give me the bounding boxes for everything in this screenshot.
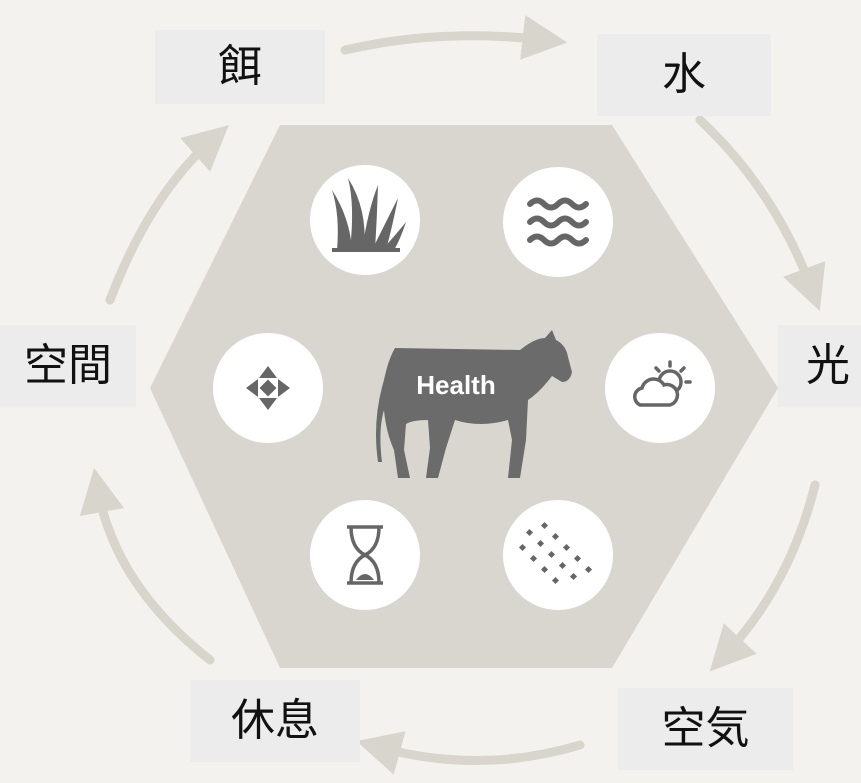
move-arrows-icon [213, 333, 323, 443]
label-rest: 休息 [190, 680, 360, 762]
arrow-light-to-air [709, 480, 820, 672]
arrow-feed-to-water [340, 15, 568, 60]
grass-icon [310, 165, 420, 275]
arrow-space-to-feed [105, 125, 229, 305]
center-label: Health [416, 370, 495, 400]
cow-icon [376, 330, 572, 478]
label-space: 空間 [0, 325, 136, 407]
arrow-water-to-light [695, 115, 826, 312]
label-air: 空気 [618, 688, 793, 770]
label-water: 水 [597, 34, 771, 116]
cycle-arrows [79, 15, 826, 775]
water-waves-icon [503, 167, 613, 277]
arrow-rest-to-space [79, 467, 215, 665]
label-feed: 餌 [155, 30, 325, 104]
arrow-air-to-rest [356, 731, 585, 775]
air-particles-icon [503, 500, 613, 610]
label-light: 光 [778, 325, 861, 407]
hourglass-icon [310, 500, 420, 610]
sun-cloud-icon [605, 333, 715, 443]
